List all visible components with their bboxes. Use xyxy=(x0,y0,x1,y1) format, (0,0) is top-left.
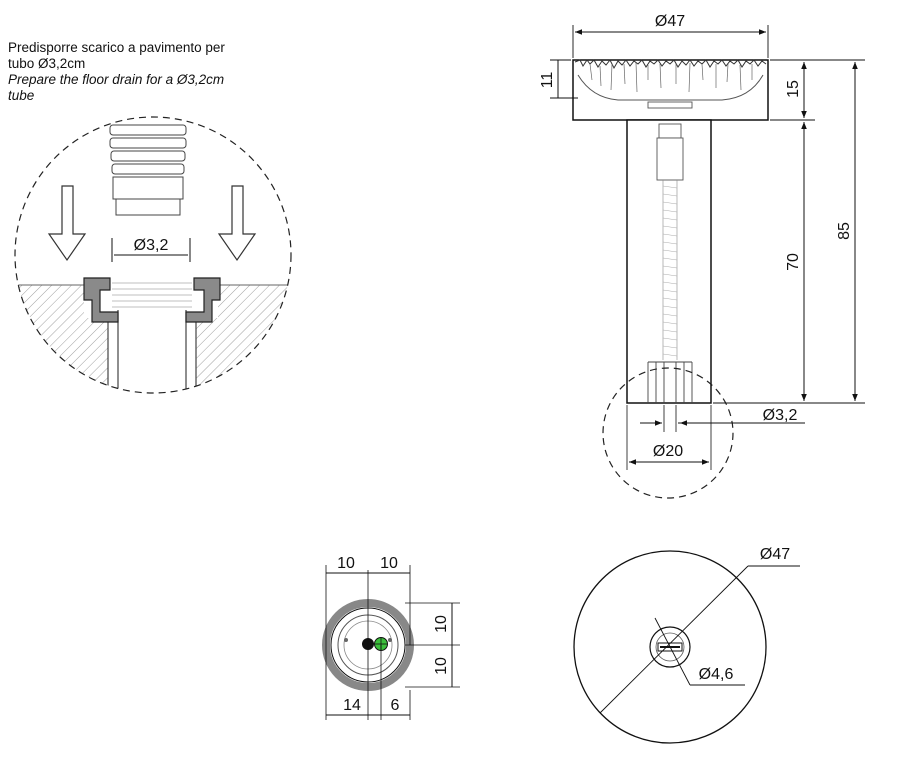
total-height-label: 85 xyxy=(836,222,853,240)
drain-diameter-label: Ø3,2 xyxy=(763,407,798,424)
cap-outline xyxy=(572,59,769,121)
fringe-texture xyxy=(574,59,767,70)
base-detail-circle xyxy=(602,367,734,499)
note-english-line-2: tube xyxy=(8,88,35,103)
cap-height-left-label: 11 xyxy=(539,72,556,89)
detail-pipe-diameter-label: Ø3,2 xyxy=(134,237,169,254)
left-down-arrow-icon xyxy=(47,185,87,262)
note-english-line-1: Prepare the floor drain for a Ø3,2cm xyxy=(8,72,225,87)
drain-plug xyxy=(109,124,187,216)
body-height-label: 70 xyxy=(785,253,802,271)
installation-note: Predisporre scarico a pavimento per tubo… xyxy=(8,40,225,104)
width-right-label: 10 xyxy=(380,555,398,572)
hole-diameter-label: Ø4,6 xyxy=(699,666,734,683)
note-italian-line-1: Predisporre scarico a pavimento per xyxy=(8,40,225,55)
left-flange xyxy=(83,277,119,323)
cap-height-right-label: 15 xyxy=(785,80,802,98)
outer-diameter-label: Ø47 xyxy=(760,546,790,563)
height-bottom-label: 10 xyxy=(433,657,450,675)
right-down-arrow-icon xyxy=(217,185,257,262)
top-diameter-label: Ø47 xyxy=(655,13,685,30)
top-view: Ø47 Ø4,6 xyxy=(573,546,800,744)
base-diameter-label: Ø20 xyxy=(653,443,683,460)
note-italian-line-2: tubo Ø3,2cm xyxy=(8,56,86,71)
offset-left-label: 14 xyxy=(343,697,361,714)
width-left-label: 10 xyxy=(337,555,355,572)
detail-circle xyxy=(14,116,292,394)
side-view: Ø47 11 15 70 85 Ø3,2 Ø20 xyxy=(539,13,865,499)
offset-right-label: 6 xyxy=(391,697,400,714)
right-flange xyxy=(185,277,221,323)
floor-drain-detail: Ø3,2 xyxy=(14,116,292,394)
bottom-view: 10 10 10 10 14 6 xyxy=(322,555,460,720)
height-top-label: 10 xyxy=(433,615,450,633)
